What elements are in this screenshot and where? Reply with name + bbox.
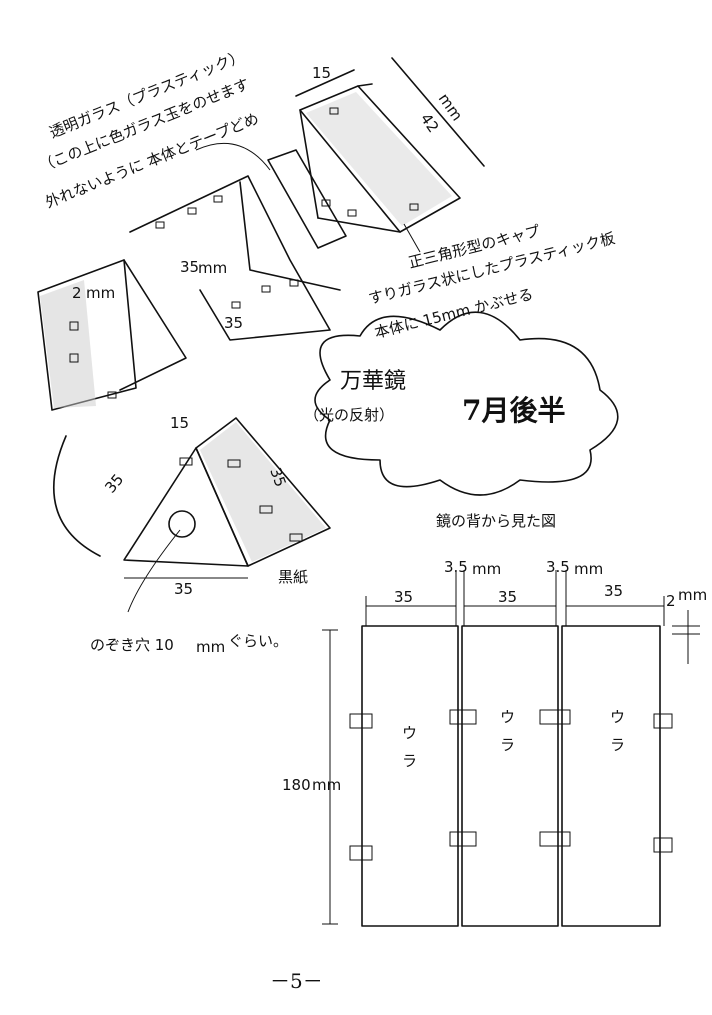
tri-dim-15: 15 <box>170 414 189 432</box>
peephole-circle <box>168 510 196 538</box>
panel-3-label-2: ラ <box>610 736 625 754</box>
black-paper-label: 黒紙 <box>278 568 308 586</box>
edge-2-unit: mm <box>678 586 707 604</box>
gap-left: 3.5 <box>444 558 468 576</box>
page-number: －5－ <box>270 969 323 993</box>
width-1: 35 <box>394 588 413 606</box>
panel-3: ウ ラ <box>539 625 673 927</box>
leader-glass <box>195 142 271 171</box>
leader-cap <box>403 223 421 253</box>
panel-1: ウ ラ <box>349 625 459 927</box>
peephole-unit: mm <box>196 638 225 656</box>
gap-left-unit: mm <box>472 560 501 578</box>
dim-2mm-unit: mm <box>86 284 115 302</box>
title-sub: （光の反射） <box>304 406 394 424</box>
gap-right: 3.5 <box>546 558 570 576</box>
dim-35mm-unit: mm <box>198 259 227 277</box>
peephole-label: のぞき穴 10 <box>90 636 174 654</box>
height-unit: mm <box>312 776 341 794</box>
panel-2: ウ ラ <box>449 625 559 927</box>
tri-dim-35-right: 35 <box>266 465 289 489</box>
triangle-eyepiece: 15 35 35 35 黒紙 のぞき穴 10 mm ぐらい。 <box>53 414 331 656</box>
title-main: 万華鏡 <box>340 369 406 394</box>
width-3: 35 <box>604 582 623 600</box>
dim-top-15: 15 <box>312 64 331 82</box>
peephole-suffix: ぐらい。 <box>228 632 288 650</box>
width-2: 35 <box>498 588 517 606</box>
panel-1-label-2: ラ <box>402 752 417 770</box>
end-cap-prism <box>299 83 461 233</box>
title-month: 7月後半 <box>462 394 565 427</box>
dim-35mm: 35 <box>180 258 199 276</box>
peephole-leader <box>127 529 181 613</box>
height-180: 180 <box>282 776 311 794</box>
back-view: 鏡の背から見た図 35 35 35 3.5 mm 3.5 mm 2 mm ウ ラ <box>282 512 707 927</box>
panel-3-label-1: ウ <box>610 708 625 726</box>
panel-1-label-1: ウ <box>402 724 417 742</box>
curve-arrow <box>53 435 101 557</box>
dim-2mm: 2 <box>72 284 82 302</box>
dim-35-mid: 35 <box>224 314 243 332</box>
clear-glass-piece <box>267 149 347 249</box>
folded-mirror <box>129 175 341 341</box>
tri-dim-35-bottom: 35 <box>174 580 193 598</box>
panel-2-label-1: ウ <box>500 708 515 726</box>
back-view-title: 鏡の背から見た図 <box>436 512 556 530</box>
gap-right-unit: mm <box>574 560 603 578</box>
panel-2-label-2: ラ <box>500 736 515 754</box>
tri-dim-35-left: 35 <box>101 470 127 496</box>
left-panel <box>37 259 187 411</box>
title-cloud: 万華鏡 （光の反射） 7月後半 <box>304 311 619 496</box>
exploded-view: 15 42 mm 35 mm 35 2 m <box>37 47 617 411</box>
dim-42-unit: mm <box>435 90 467 124</box>
edge-2: 2 <box>666 592 676 610</box>
